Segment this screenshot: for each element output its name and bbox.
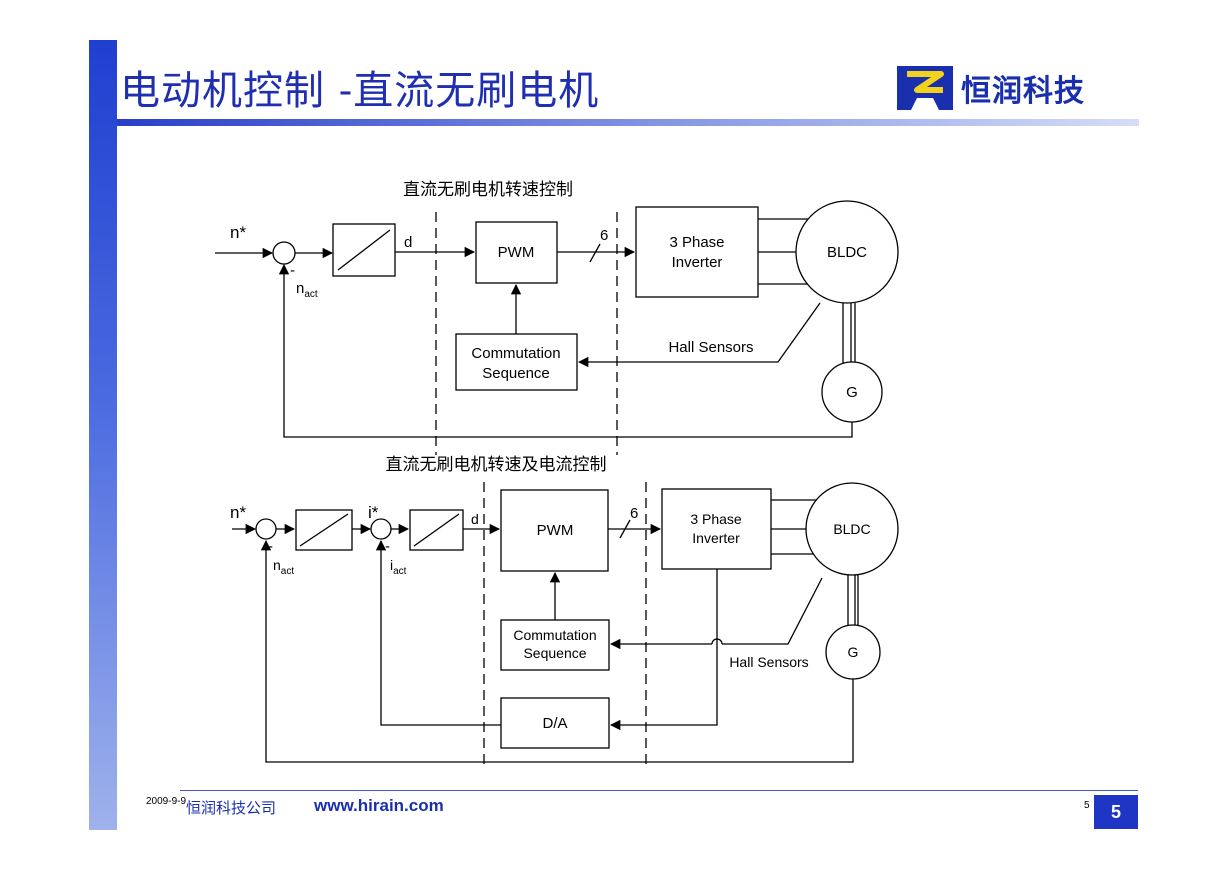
footer-date: 2009-9-9 <box>146 796 187 807</box>
diagram1-sum-junction <box>272 241 296 265</box>
diagram1-feedback-sign: - <box>290 262 295 279</box>
side-accent-bar <box>89 40 117 830</box>
diagram2-inverter-line1: 3 Phase <box>690 511 742 527</box>
diagram2-generator-label: G <box>848 644 859 660</box>
diagram1-bus-width: 6 <box>600 227 608 244</box>
diagram1-inverter-line2: Inverter <box>672 254 723 271</box>
diagram2-bldc-label: BLDC <box>833 521 870 537</box>
diagram2-commutation-line2: Sequence <box>523 645 586 661</box>
diagram1-inverter-line1: 3 Phase <box>669 234 724 251</box>
logo-mark-icon <box>897 66 953 110</box>
diagram1-setpoint: n* <box>230 223 246 242</box>
diagram1-pwm-block <box>475 221 558 284</box>
company-logo: 恒润科技 <box>893 62 1085 114</box>
logo-text: 恒润科技 <box>961 74 1085 109</box>
diagram2-commutation-line1: Commutation <box>513 627 596 643</box>
diagram2-bldc-motor <box>805 482 899 576</box>
diagram2-current-setpoint: i* <box>368 503 379 522</box>
diagram1-bldc-motor <box>795 200 899 304</box>
diagram2-signal-d: d <box>471 511 479 527</box>
diagram1-generator-label: G <box>846 384 858 401</box>
diagram1-commutation-line1: Commutation <box>471 345 560 362</box>
diagram2-current-sum-junction <box>370 518 392 540</box>
diagram1-hall-sensors: Hall Sensors <box>668 339 753 356</box>
diagram2-speed-feedback-label: nact <box>273 557 294 577</box>
diagram1-commutation-block <box>455 333 578 391</box>
diagram2-speed-sum-junction <box>255 518 277 540</box>
diagram2-da-label: D/A <box>542 715 567 732</box>
diagram2-speed-feedback-sign: - <box>268 538 273 555</box>
diagram2-inverter-block <box>661 488 772 570</box>
diagram2-pwm-label: PWM <box>537 522 574 539</box>
diagram1-signal-d: d <box>404 234 412 251</box>
diagram2-pwm-block <box>500 489 609 572</box>
diagram2-hall-sensors: Hall Sensors <box>729 654 808 670</box>
page-number-badge: 5 <box>1094 795 1138 829</box>
diagram1-inverter-block <box>635 206 759 298</box>
diagram1-pwm-label: PWM <box>498 244 535 261</box>
diagram2-bus-width: 6 <box>630 505 638 522</box>
diagram1-feedback-label: nact <box>296 280 318 300</box>
footer-page-number-small: 5 <box>1084 800 1090 811</box>
diagram2-setpoint: n* <box>230 503 246 522</box>
diagram1-bldc-label: BLDC <box>827 244 867 261</box>
title-underline <box>117 119 1139 126</box>
diagram2-commutation-block <box>500 619 610 671</box>
diagram2-da-block <box>500 697 610 749</box>
diagram2-current-feedback-sign: - <box>385 538 390 555</box>
footer-company: 恒润科技公司 <box>186 799 277 817</box>
footer-url-link[interactable]: www.hirain.com <box>314 796 444 815</box>
diagram2-inverter-line2: Inverter <box>692 530 740 546</box>
speed-current-control-diagram: 直流无刷电机转速及电流控制 n* - nact i* - iact d PWM … <box>230 455 899 768</box>
page-title: 电动机控制 -直流无刷电机 <box>120 68 600 114</box>
diagram1-caption: 直流无刷电机转速控制 <box>403 180 573 200</box>
footer-divider <box>180 790 1138 791</box>
diagram1-commutation-line2: Sequence <box>482 365 550 382</box>
diagram2-current-feedback-label: iact <box>390 557 407 577</box>
diagram2-caption: 直流无刷电机转速及电流控制 <box>386 455 607 475</box>
speed-control-diagram: 直流无刷电机转速控制 n* - nact d PWM 6 3 Phase Inv… <box>215 180 899 455</box>
